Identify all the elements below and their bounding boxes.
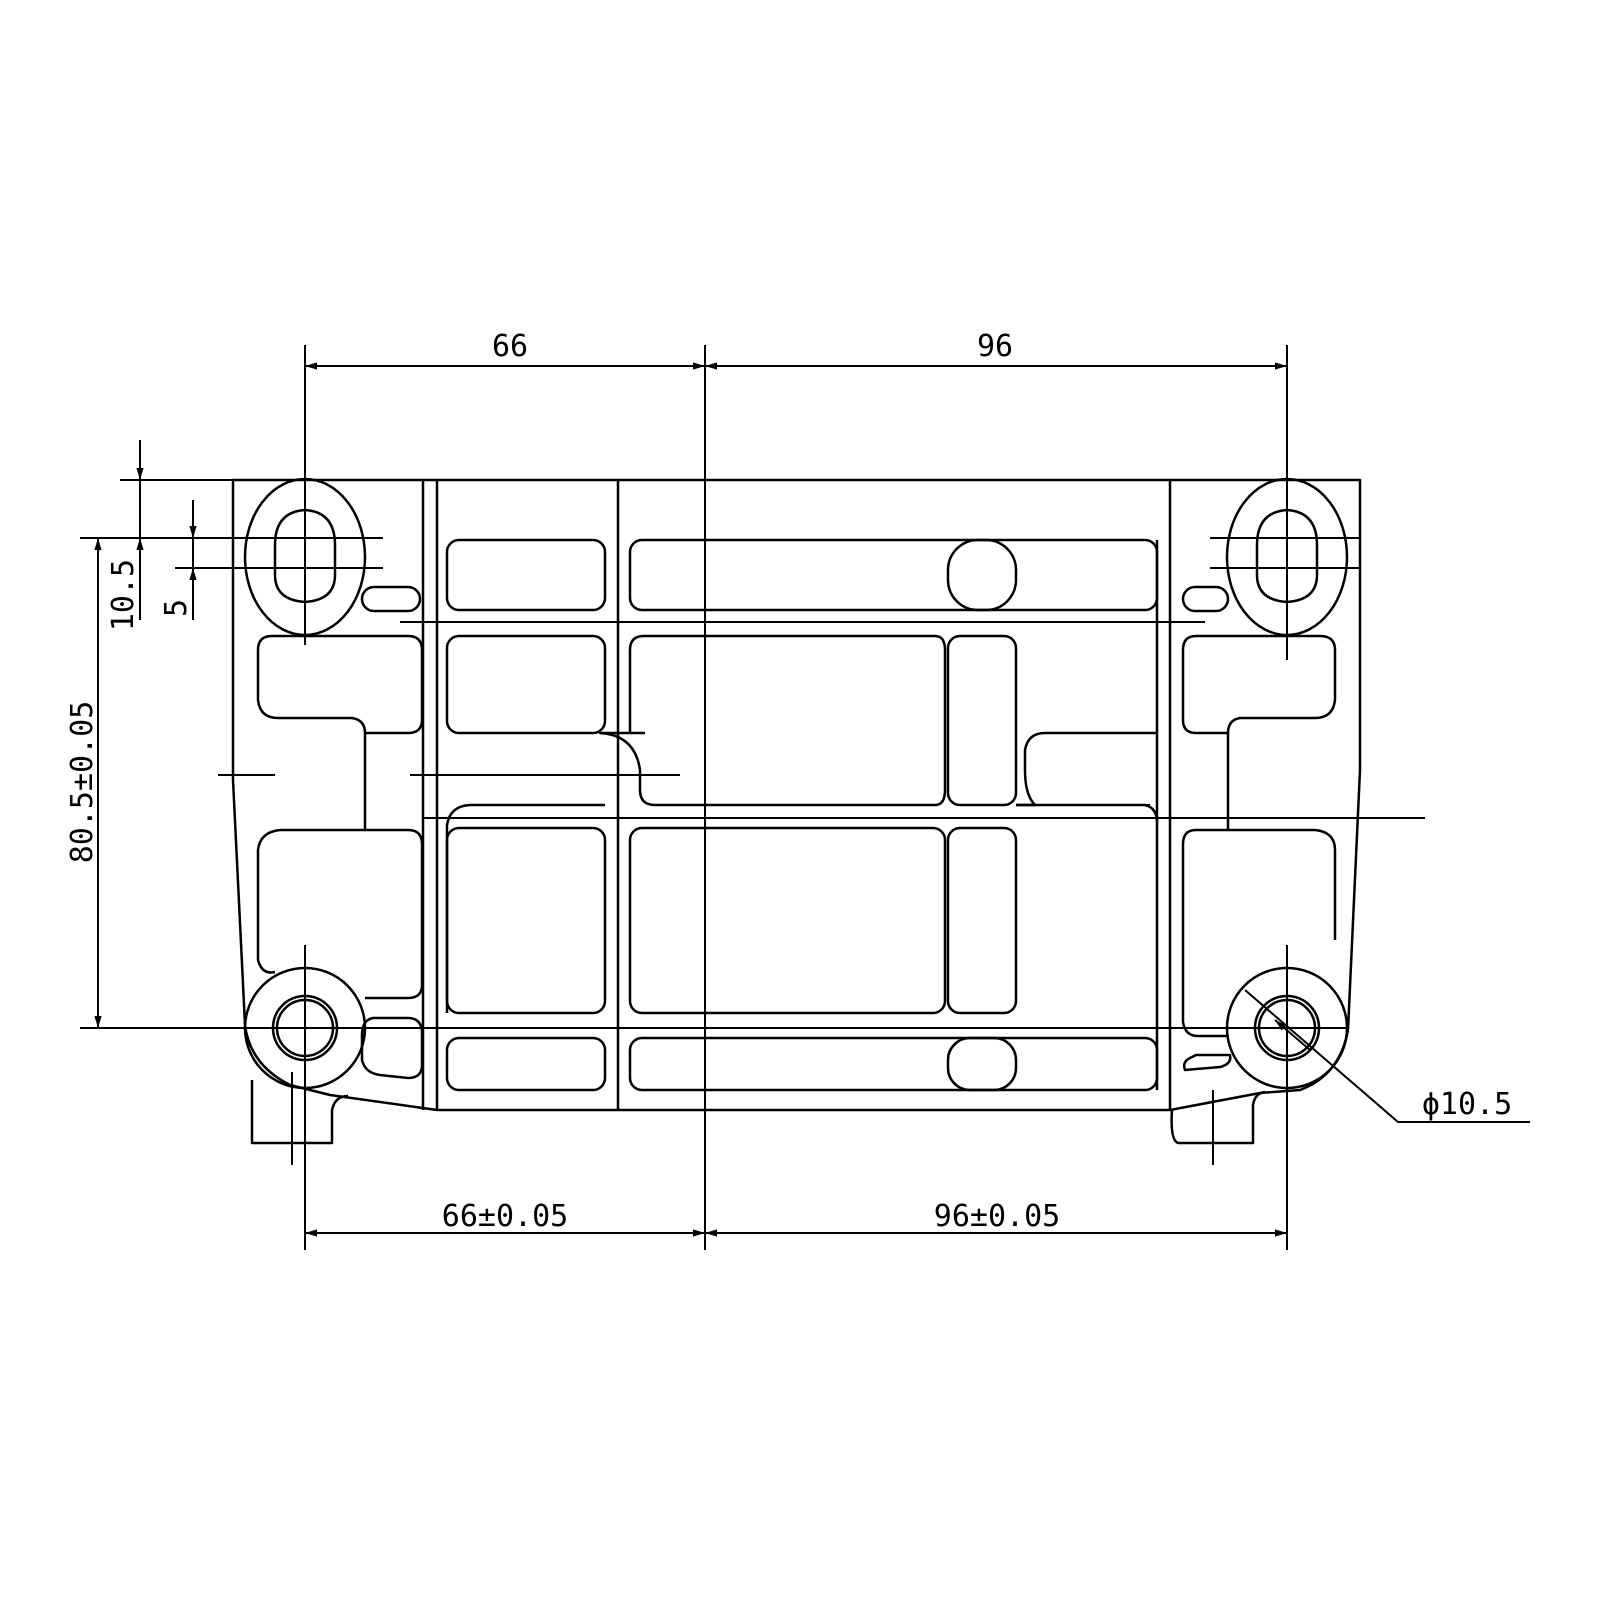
part-outline [231,478,1362,1145]
dimension-lines [94,362,1530,1237]
dim-slot-length: 5 [159,599,194,617]
dim-vertical-span: 80.5±0.05 [65,701,100,864]
dim-top-right: 96 [977,329,1013,364]
center-lines [80,345,1425,1250]
dim-bottom-left: 66±0.05 [442,1199,568,1234]
dim-slot-offset: 10.5 [106,559,141,631]
ribs [256,480,1337,1110]
dim-hole-diameter: ϕ10.5 [1422,1087,1512,1122]
pockets [445,538,1159,1092]
dim-bottom-right: 96±0.05 [934,1199,1060,1234]
dim-top-left: 66 [492,329,528,364]
